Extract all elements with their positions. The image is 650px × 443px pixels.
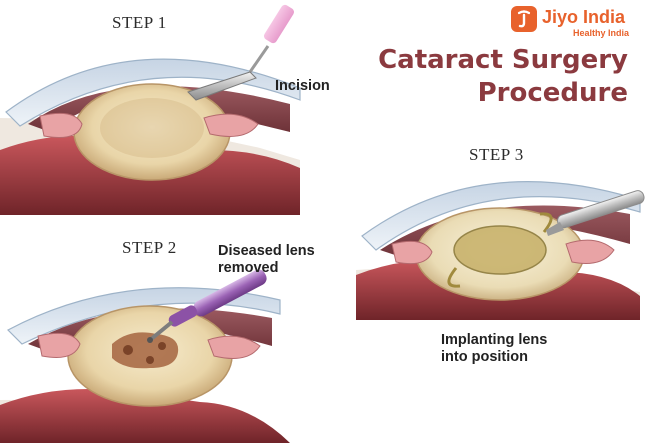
step-1-caption: Incision <box>275 78 330 95</box>
step-2-caption-line-2: removed <box>218 260 279 276</box>
step-1-caption-line-1: Incision <box>275 78 330 94</box>
jiyo-india-logo-icon <box>511 6 537 32</box>
brand-logo: Jiyo India Healthy India <box>511 5 645 41</box>
brand-name: Jiyo India <box>542 7 626 27</box>
step-3-caption-line-1: Implanting lens <box>441 332 548 348</box>
lens-injector-icon <box>546 190 645 236</box>
step-2-caption: Diseased lens removed <box>218 243 315 277</box>
step-3-label: STEP 3 <box>469 145 524 164</box>
brand-tagline: Healthy India <box>573 28 630 38</box>
scalpel-icon <box>187 4 295 101</box>
page-title-line-2: Procedure <box>477 78 628 108</box>
eye-illustration-step-1 <box>0 4 301 215</box>
step-2-caption-line-1: Diseased lens <box>218 243 315 259</box>
phaco-probe-icon <box>147 269 267 343</box>
step-1-label: STEP 1 <box>112 13 167 32</box>
artificial-lens-icon <box>453 225 547 275</box>
page-title-line-1: Cataract Surgery <box>378 45 628 75</box>
eye-illustration-step-2 <box>0 269 290 443</box>
page-title: Cataract Surgery Procedure <box>378 44 628 110</box>
step-3-caption: Implanting lens into position <box>441 332 547 366</box>
eye-illustration-step-3 <box>356 181 645 320</box>
step-2-label: STEP 2 <box>122 238 177 257</box>
step-3-caption-line-2: into position <box>441 349 528 365</box>
